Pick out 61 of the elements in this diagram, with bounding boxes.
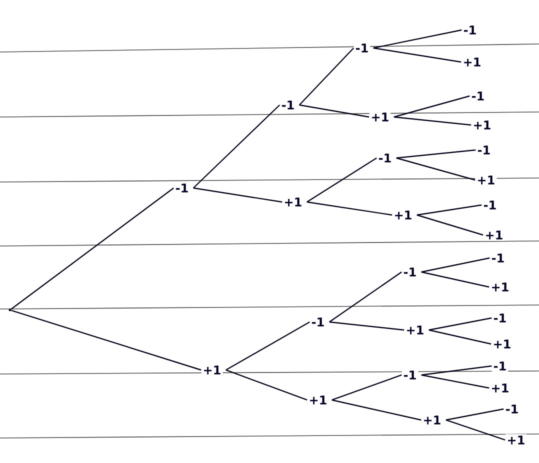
node-label: -1 [174, 182, 190, 194]
node-label: -1 [310, 316, 326, 328]
node-label: -1 [354, 42, 370, 54]
tree-branch [416, 204, 482, 216]
tree-branch [332, 374, 402, 401]
node-label: +1 [483, 229, 505, 241]
tree-branch [226, 321, 310, 371]
tree-branch [298, 48, 354, 106]
node-label: +1 [505, 434, 527, 446]
tree-branch [299, 104, 370, 118]
node-label: -1 [482, 199, 498, 211]
node-label: -1 [504, 403, 520, 415]
node-label: +1 [491, 338, 513, 350]
tree-branch [428, 317, 492, 331]
node-label: +1 [201, 364, 223, 376]
tree-branch [226, 369, 308, 401]
node-label: -1 [376, 152, 394, 164]
node-label: +1 [471, 119, 493, 131]
node-label: +1 [369, 111, 391, 123]
node-label: -1 [476, 144, 492, 156]
tree-branch [373, 47, 462, 63]
node-label: +1 [489, 281, 511, 293]
tree-branch [416, 214, 484, 236]
tree-branch [421, 374, 490, 389]
tree-branch [396, 157, 476, 181]
node-label: +1 [489, 382, 511, 394]
tree-branch [193, 187, 282, 203]
node-label: +1 [475, 174, 497, 186]
node-label: +1 [392, 209, 414, 221]
node-label: +1 [461, 56, 483, 68]
node-label: +1 [404, 324, 426, 336]
tree-branch [373, 29, 462, 49]
node-label: -1 [490, 252, 506, 264]
tree-branch [329, 272, 402, 322]
node-label: -1 [402, 266, 418, 278]
node-label: -1 [470, 90, 486, 102]
node-label: -1 [492, 312, 508, 324]
tree-branch [10, 188, 174, 310]
tree-branch [394, 116, 472, 126]
tree-branch [306, 201, 392, 216]
tree-branch [192, 104, 280, 188]
tree-branch [306, 157, 377, 202]
tree-branch [428, 329, 492, 345]
tree-branch [329, 321, 404, 331]
node-label: -1 [492, 360, 508, 372]
node-label: -1 [402, 369, 418, 381]
node-label: +1 [307, 394, 329, 406]
tree-branch [394, 95, 470, 118]
tree-branch [446, 419, 506, 441]
root-point [8, 308, 12, 312]
tree-branch [421, 365, 492, 376]
node-label: -1 [280, 99, 296, 111]
node-label: -1 [462, 24, 478, 36]
tree-branch [446, 408, 504, 421]
node-label: +1 [282, 196, 304, 208]
tree-branch [11, 310, 202, 371]
tree-branch [421, 271, 490, 288]
tree-branch [421, 257, 490, 273]
tree-branch [396, 149, 476, 159]
tree-branch [332, 399, 422, 421]
node-label: +1 [421, 414, 443, 426]
